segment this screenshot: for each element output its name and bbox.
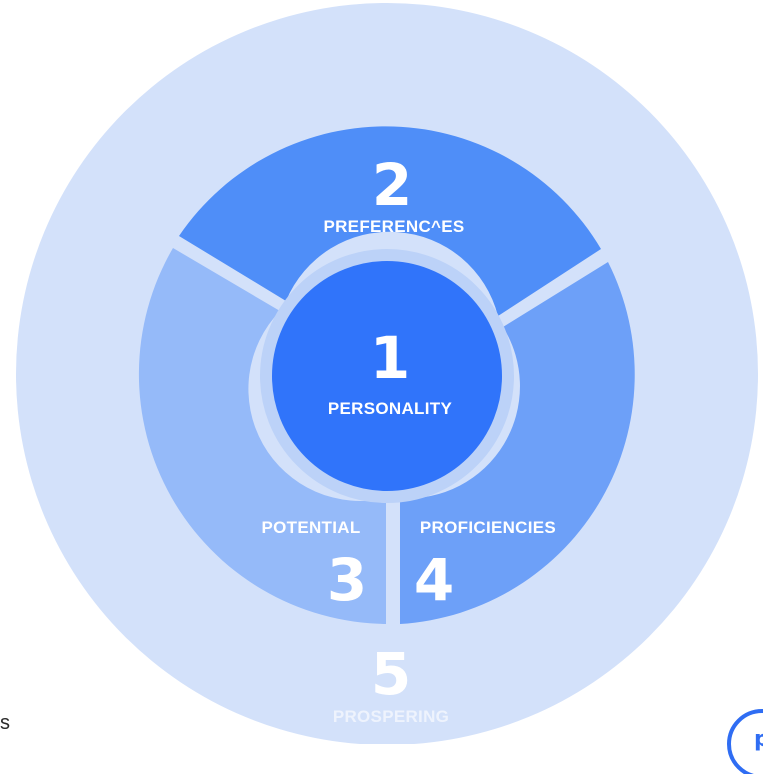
- label-prospering: PROSPERING: [333, 707, 449, 726]
- number-4: 4: [414, 546, 454, 614]
- edge-text-fragment: s: [0, 712, 10, 734]
- core-personality: [260, 249, 514, 503]
- label-personality: PERSONALITY: [328, 399, 453, 418]
- segment-proficiencies: [400, 262, 635, 624]
- number-5: 5: [371, 640, 411, 708]
- number-1: 1: [370, 324, 410, 392]
- number-2: 2: [372, 151, 412, 219]
- number-3: 3: [327, 546, 367, 614]
- label-proficiencies: PROFICIENCIES: [420, 518, 556, 537]
- svg-text:p: p: [754, 727, 763, 752]
- partial-logo-icon: p: [727, 709, 763, 774]
- label-potential: POTENTIAL: [261, 518, 360, 537]
- segment-potential: [138, 248, 386, 624]
- label-preferences: PREFERENC^ES: [323, 217, 464, 236]
- diagram-canvas: 2 PREFERENC^ES 1 PERSONALITY POTENTIAL 3…: [16, 3, 758, 744]
- segment-preferences: [179, 126, 601, 316]
